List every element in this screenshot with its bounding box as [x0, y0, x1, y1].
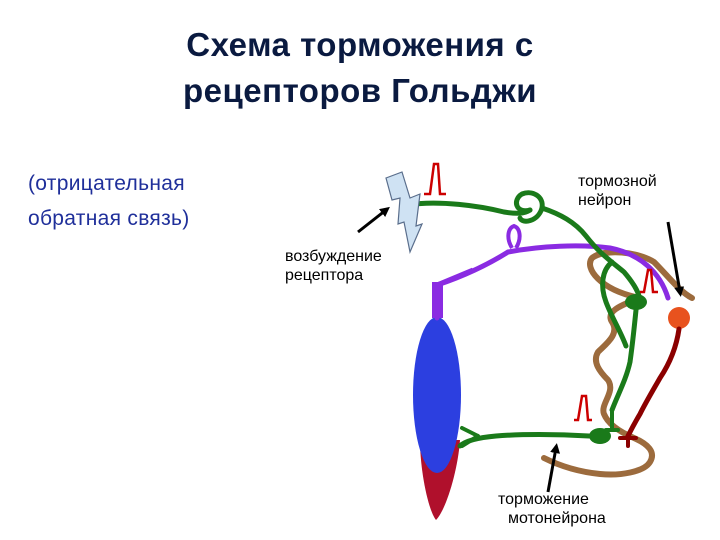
motoneuron-inhibition-label: торможение мотонейрона	[498, 490, 606, 528]
motoneuron-body	[589, 428, 611, 444]
golgi-receptor-loop	[506, 223, 522, 250]
motor-end-plate	[460, 426, 480, 448]
subtitle-line-2: обратная связь)	[28, 207, 190, 230]
motoneuron-inhibition-label-line-2: мотонейрона	[508, 510, 606, 527]
arrow-to-inhibitory-neuron-icon	[666, 221, 685, 297]
spinal-cord-outline-lower	[541, 295, 655, 478]
slide-title: Схема торможения с рецепторов Гольджи	[60, 22, 660, 114]
receptor-excitation-label: возбуждение рецептора	[285, 247, 382, 285]
action-potential-spike-icon	[640, 268, 658, 294]
receptor-excitation-label-line-1: возбуждение	[285, 248, 382, 265]
golgi-receptor-ending	[432, 282, 443, 318]
arrow-to-motoneuron-icon	[546, 443, 561, 493]
afferent-fiber	[403, 200, 533, 216]
muscle	[413, 317, 461, 473]
motoneuron-inhibition-label-line-1: торможение	[498, 491, 589, 508]
afferent-fiber-loop	[513, 190, 545, 224]
afferent-fiber-bend	[600, 259, 629, 349]
inhibitory-synapse	[618, 436, 638, 448]
interneuron-axon	[609, 307, 639, 413]
receptor-excitation-label-line-2: рецептора	[285, 267, 364, 284]
lightning-icon	[385, 171, 424, 255]
arrow-to-lightning-icon	[357, 206, 390, 234]
inhibitory-fiber	[625, 326, 682, 439]
golgi-receptor-fiber	[434, 243, 671, 321]
interneuron-to-motoneuron	[604, 408, 620, 432]
afferent-fiber-to-cord	[539, 205, 643, 305]
inhibitory-neuron-label-line-1: тормозной	[578, 173, 657, 190]
title-line-2: рецепторов Гольджи	[182, 72, 538, 109]
subtitle-line-1: (отрицательная	[28, 172, 185, 195]
action-potential-spike-icon	[424, 162, 446, 196]
inhibitory-neuron-label: тормозной нейрон	[578, 172, 657, 210]
inhibitory-neuron	[668, 307, 690, 329]
interneuron-body	[625, 294, 647, 310]
slide-subtitle: (отрицательная обратная связь)	[28, 166, 190, 236]
action-potential-spike-icon	[574, 394, 592, 422]
title-line-1: Схема торможения с	[186, 26, 534, 63]
inhibitory-neuron-label-line-2: нейрон	[578, 192, 632, 209]
